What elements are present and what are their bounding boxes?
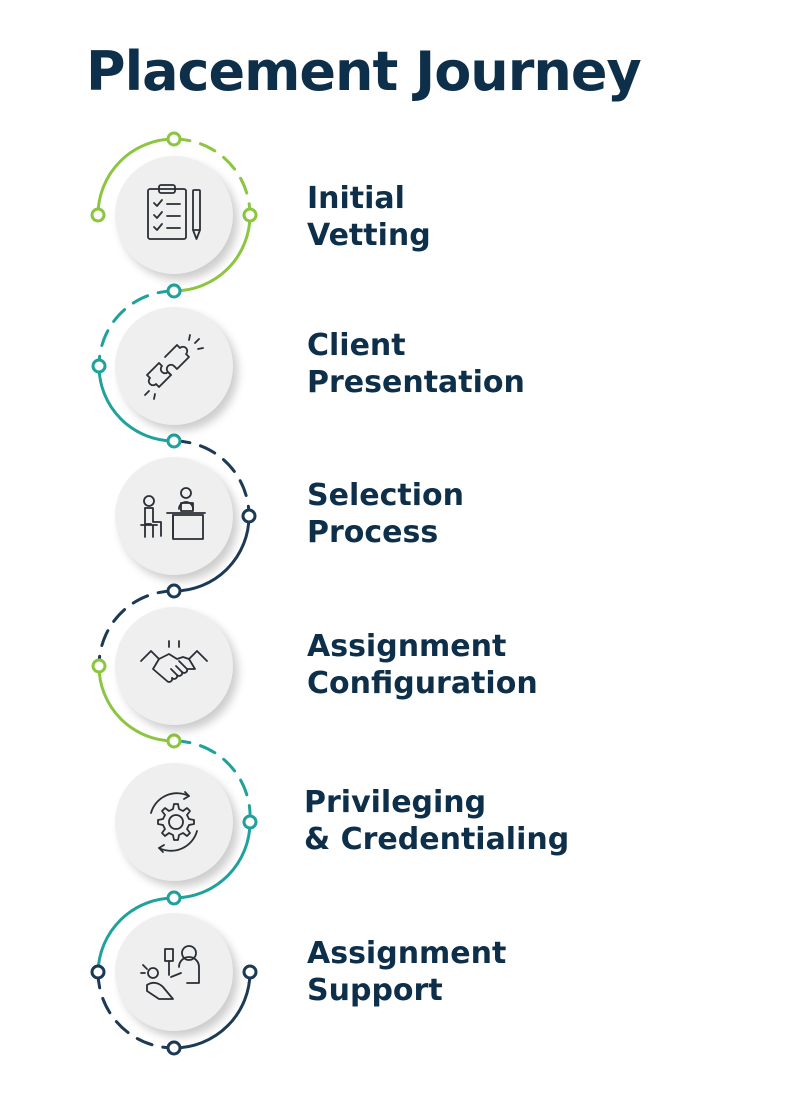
ring-4 bbox=[91, 583, 182, 743]
step-3-circle bbox=[115, 457, 233, 575]
interview-desk-icon bbox=[140, 487, 206, 540]
patient-care-icon bbox=[140, 945, 200, 1000]
step-6-circle bbox=[115, 913, 233, 1031]
ring-2 bbox=[91, 283, 182, 443]
puzzle-pieces-icon bbox=[144, 334, 204, 400]
ring-3 bbox=[166, 433, 257, 593]
ring-5 bbox=[166, 733, 258, 900]
handshake-icon bbox=[140, 640, 208, 683]
ring-1 bbox=[90, 131, 258, 293]
ring-6 bbox=[90, 890, 258, 1056]
clipboard-checklist-icon bbox=[147, 184, 201, 240]
step-4-circle bbox=[115, 607, 233, 725]
gear-cycle-icon bbox=[150, 791, 198, 853]
step-1-circle bbox=[115, 156, 233, 274]
page-title: Placement Journey bbox=[86, 40, 642, 103]
step-5-circle bbox=[115, 763, 233, 881]
step-2-circle bbox=[115, 307, 233, 425]
step-5-label: Privileging& Credentialing bbox=[304, 785, 570, 857]
